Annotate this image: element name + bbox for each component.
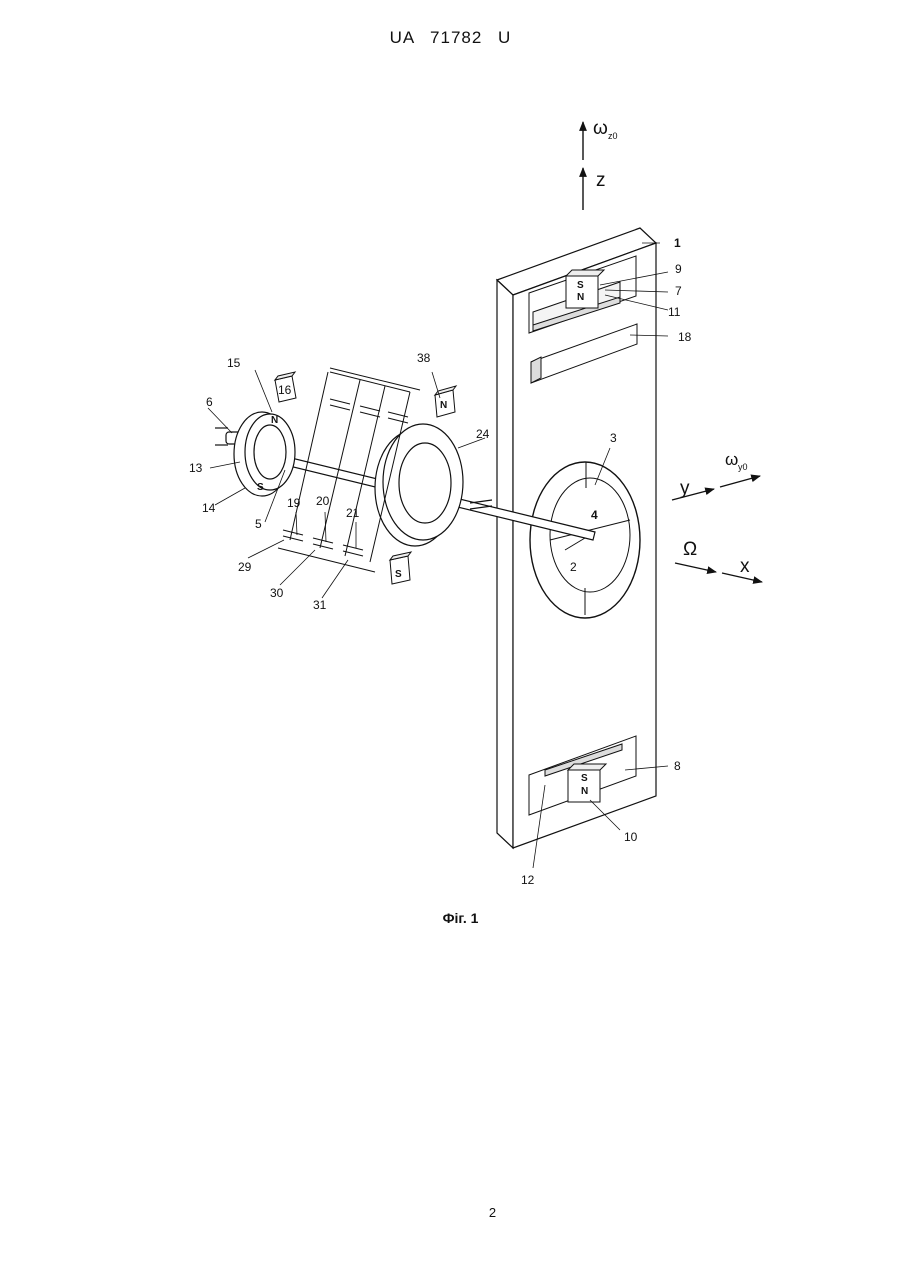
ref-label-15: 15 xyxy=(227,356,241,370)
pole-s-ring: S xyxy=(257,482,264,493)
ref-label-29: 29 xyxy=(238,560,252,574)
ref-label-11: 11 xyxy=(668,305,681,319)
ref-label-8: 8 xyxy=(674,759,681,773)
ref-label-14: 14 xyxy=(202,501,216,515)
pole-n-ring: N xyxy=(271,415,278,426)
ref-label-31: 31 xyxy=(313,598,327,612)
page-number: 2 xyxy=(0,1205,901,1220)
ref-label-4: 4 xyxy=(591,508,598,522)
ref-label-30: 30 xyxy=(270,586,284,600)
ref-label-12: 12 xyxy=(521,873,535,887)
ref-label-1: 1 xyxy=(674,236,681,250)
rotor-assembly xyxy=(530,462,640,618)
ref-label-5: 5 xyxy=(255,517,262,531)
axis-Omega-label: Ω xyxy=(683,539,697,560)
axis-omega-y-label: ω xyxy=(725,450,738,469)
pole-n-lower: N xyxy=(581,786,588,797)
pole-s-lower: S xyxy=(581,773,588,784)
pole-n-block: N xyxy=(440,400,447,411)
ref-label-3: 3 xyxy=(610,431,617,445)
axis-y-label: y xyxy=(680,478,690,499)
ref-label-38: 38 xyxy=(417,351,431,365)
ref-label-21: 21 xyxy=(346,506,360,520)
ref-label-7: 7 xyxy=(675,284,682,298)
pole-s-block: S xyxy=(395,569,402,580)
ref-label-16: 16 xyxy=(278,383,292,397)
ref-label-24: 24 xyxy=(476,427,490,441)
figure-caption: Фіг. 1 xyxy=(0,910,901,926)
ref-label-20: 20 xyxy=(316,494,330,508)
ref-label-10: 10 xyxy=(624,830,638,844)
axis-omega-z-subscript: z0 xyxy=(608,131,618,141)
ref-label-2: 2 xyxy=(570,560,577,574)
ref-label-13: 13 xyxy=(189,461,203,475)
ref-label-19: 19 xyxy=(287,496,301,510)
axis-z-label: z xyxy=(596,170,606,191)
ref-label-6: 6 xyxy=(206,395,213,409)
axis-x-label: x xyxy=(740,556,750,577)
pole-n-upper: N xyxy=(577,292,584,303)
ref-label-9: 9 xyxy=(675,262,682,276)
left-ring xyxy=(215,412,295,496)
pole-s-upper: S xyxy=(577,280,584,291)
axis-omega-y-subscript: y0 xyxy=(738,462,748,472)
axis-omega-z-label: ω xyxy=(593,118,608,139)
ref-label-18: 18 xyxy=(678,330,692,344)
